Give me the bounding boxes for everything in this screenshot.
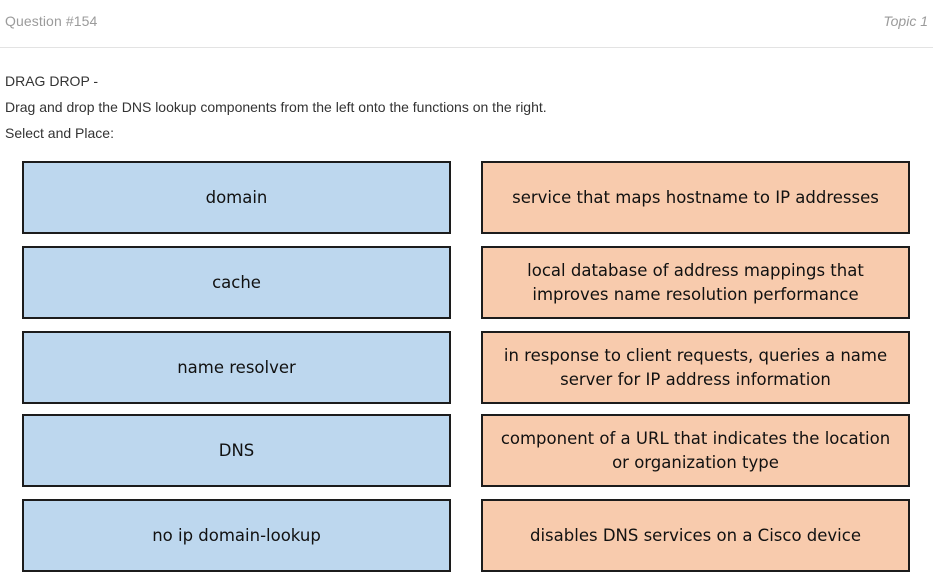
question-instruction: Drag and drop the DNS lookup components … [5,99,547,115]
drop-target-disable-dns[interactable]: disables DNS services on a Cisco device [481,499,910,572]
select-and-place-label: Select and Place: [5,125,114,141]
drop-target-url-component[interactable]: component of a URL that indicates the lo… [481,414,910,487]
drag-item-no-ip-domain-lookup[interactable]: no ip domain-lookup [22,499,451,572]
drag-item-cache[interactable]: cache [22,246,451,319]
question-number: Question #154 [5,13,98,29]
drop-target-hostname-mapping[interactable]: service that maps hostname to IP address… [481,161,910,234]
drag-item-domain[interactable]: domain [22,161,451,234]
drag-item-dns[interactable]: DNS [22,414,451,487]
drag-item-name-resolver[interactable]: name resolver [22,331,451,404]
drop-target-query-name-server[interactable]: in response to client requests, queries … [481,331,910,404]
topic-label: Topic 1 [883,13,928,29]
question-type: DRAG DROP - [5,73,99,89]
question-header: Question #154 Topic 1 [0,0,933,48]
drop-target-local-database[interactable]: local database of address mappings that … [481,246,910,319]
